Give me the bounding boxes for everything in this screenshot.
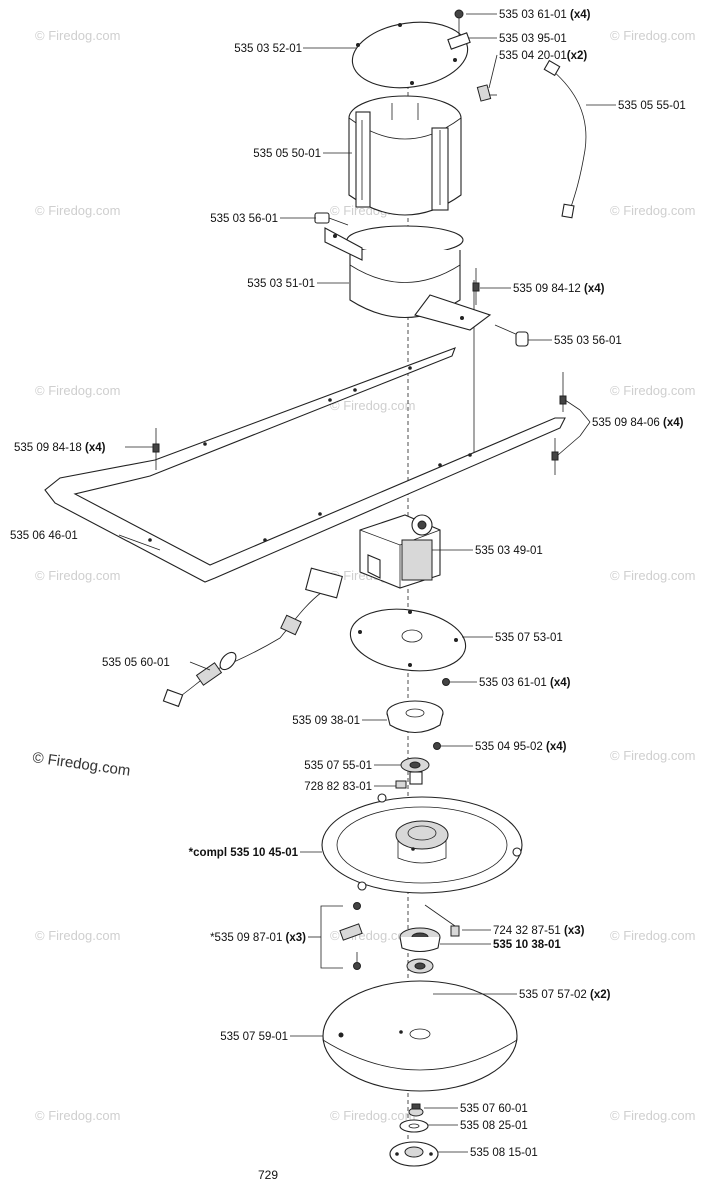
callout-label: 535 03 95-01 xyxy=(499,33,567,45)
blade-disc xyxy=(322,980,518,1092)
plate-screw xyxy=(442,678,450,686)
bar-pin-right-top xyxy=(559,372,567,412)
hub-bearing xyxy=(386,700,444,734)
callout-label: 724 32 87-51 (x3) xyxy=(493,925,585,937)
callout-label: 535 03 49-01 xyxy=(475,545,543,557)
connector-cable xyxy=(162,567,343,708)
motor-unit xyxy=(359,514,441,589)
bracket-pin xyxy=(472,268,480,305)
set-screw xyxy=(395,780,407,789)
watermark: © Firedog.com xyxy=(610,928,695,943)
callout-label: 535 07 55-01 xyxy=(304,760,372,772)
shaft-collar xyxy=(400,757,430,785)
hub-screw xyxy=(433,742,441,750)
watermark: © Firedog.com xyxy=(610,1108,695,1123)
watermark: © Firedog.com xyxy=(35,28,120,43)
watermark: © Firedog.com xyxy=(610,383,695,398)
callout-labels: 535 03 61-01 (x4) 535 03 52-01 535 03 95… xyxy=(10,9,686,1159)
watermark-main: © Firedog.com xyxy=(31,749,131,780)
callout-label: 535 04 95-02 (x4) xyxy=(475,741,567,753)
callout-label: *535 09 87-01 (x3) xyxy=(210,932,306,944)
watermark: © Firedog.com xyxy=(330,1108,415,1123)
bearing-upper xyxy=(406,958,434,974)
callout-label: 535 08 25-01 xyxy=(460,1120,528,1132)
watermark: © Firedog.com xyxy=(610,568,695,583)
callout-label: 535 03 61-01 (x4) xyxy=(499,9,591,21)
callout-label: 535 03 61-01 (x4) xyxy=(479,677,571,689)
watermark: © Firedog.com xyxy=(35,568,120,583)
callout-label: 535 09 84-12 (x4) xyxy=(513,283,605,295)
callout-label: 535 03 56-01 xyxy=(210,213,278,225)
callout-label: 535 08 15-01 xyxy=(470,1147,538,1159)
disc-screw xyxy=(450,925,460,937)
bar-pin-left xyxy=(152,428,160,470)
callout-label: 535 05 55-01 xyxy=(618,100,686,112)
watermark: © Firedog.com xyxy=(610,748,695,763)
watermark: © Firedog.com xyxy=(35,928,120,943)
leader-lines xyxy=(118,13,616,1153)
page-number: 729 xyxy=(258,1168,278,1182)
callout-label: 535 05 50-01 xyxy=(253,148,321,160)
top-screw xyxy=(447,9,492,102)
callout-label: 535 03 51-01 xyxy=(247,278,315,290)
cable-connector-bottom xyxy=(561,203,575,219)
callout-label: 535 07 57-02 (x2) xyxy=(519,989,611,1001)
watermark: © Firedog.com xyxy=(35,203,120,218)
bracket-bolt-right xyxy=(494,324,529,347)
bottom-cap xyxy=(389,1141,439,1167)
callout-label: 535 07 60-01 xyxy=(460,1103,528,1115)
callout-label: 535 09 38-01 xyxy=(292,715,360,727)
watermark: © Firedog.com xyxy=(610,203,695,218)
callout-label: *compl 535 10 45-01 xyxy=(189,847,299,859)
callout-label: 535 09 84-18 (x4) xyxy=(14,442,106,454)
callout-label: 535 07 53-01 xyxy=(495,632,563,644)
cable-wire xyxy=(551,69,587,211)
cover-plate xyxy=(351,21,469,89)
cutting-disc-assembly xyxy=(321,793,523,894)
callout-label: 535 03 52-01 xyxy=(234,43,302,55)
callout-label: 535 10 38-01 xyxy=(493,939,561,951)
callout-label: 535 04 20-01(x2) xyxy=(499,50,587,62)
watermark: © Firedog.com xyxy=(35,383,120,398)
watermark: © Firedog.com xyxy=(610,28,695,43)
watermark: © Firedog.com xyxy=(35,1108,120,1123)
cylinder-housing xyxy=(348,95,462,216)
callout-label: 535 07 59-01 xyxy=(220,1031,288,1043)
bottom-ring xyxy=(399,1119,429,1133)
callout-label: 535 03 56-01 xyxy=(554,335,622,347)
callout-label: 535 09 84-06 (x4) xyxy=(592,417,684,429)
boundary-wire-bar xyxy=(44,347,566,583)
hub-flange xyxy=(399,927,441,953)
bottom-washer xyxy=(408,1103,424,1117)
callout-label: 535 06 46-01 xyxy=(10,530,78,542)
callout-label: 535 05 60-01 xyxy=(102,657,170,669)
watermark: © Firedog.com xyxy=(330,398,415,413)
watermark-group: © Firedog.com © Firedog.com © Firedog.co… xyxy=(31,28,695,1123)
bar-pin-right-bottom xyxy=(551,438,559,475)
blade-bolt-group xyxy=(308,902,363,970)
motor-plate xyxy=(349,608,467,672)
mounting-bracket xyxy=(324,225,492,331)
callout-label: 728 82 83-01 xyxy=(304,781,372,793)
cable-connector-top xyxy=(543,59,561,77)
